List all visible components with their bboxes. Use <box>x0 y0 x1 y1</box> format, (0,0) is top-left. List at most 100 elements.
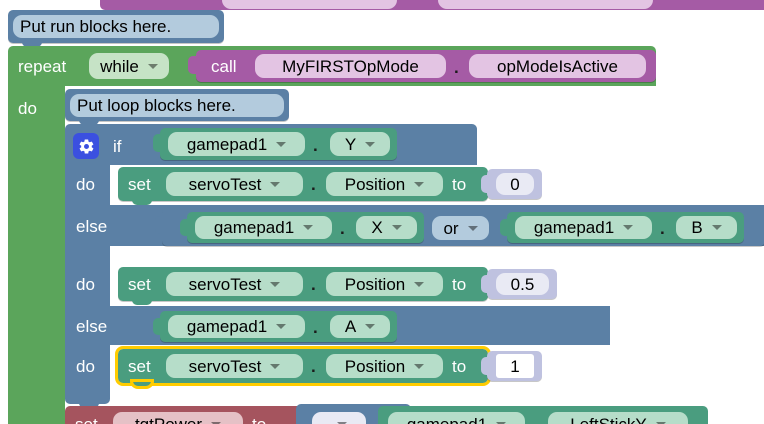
else-if-label-1: else if <box>76 217 121 236</box>
set-servo-3-property-field[interactable]: Position <box>326 354 443 378</box>
condition-2-left-member-field[interactable]: X <box>356 216 417 239</box>
number-field-1[interactable]: 0 <box>496 173 534 195</box>
condition-3-tab <box>153 318 162 335</box>
chevron-down-icon <box>270 281 281 287</box>
call-member-field[interactable]: opModeIsActive <box>469 54 646 78</box>
call-separator: . <box>454 58 459 77</box>
partial-call-block-top[interactable] <box>100 0 764 10</box>
partial-field-b[interactable] <box>438 0 653 9</box>
set-servo-1-notch <box>132 200 152 205</box>
condition-3-separator: . <box>313 318 318 337</box>
number-field-3[interactable]: 1 <box>496 354 534 378</box>
tgtpower-operator-field[interactable] <box>312 412 366 424</box>
tgtpower-separator: . <box>533 416 538 424</box>
condition-2-left-separator: . <box>340 219 345 238</box>
number-value-3: 1 <box>510 356 520 376</box>
set-servo-1-to-label: to <box>452 175 467 194</box>
chevron-down-icon <box>270 363 281 369</box>
set-servo-3-notch <box>130 379 154 389</box>
tgtpower-gamepad-member-field[interactable]: LeftStickY <box>548 412 688 424</box>
tgtpower-gamepad-object-label: gamepad1 <box>406 414 488 424</box>
tgtpower-gamepad-member-label: LeftStickY <box>570 414 647 424</box>
chevron-down-icon <box>147 63 158 69</box>
repeat-mode-label: while <box>100 56 139 76</box>
repeat-do-label: do <box>18 99 37 118</box>
number-block-1-tab <box>481 175 490 193</box>
set-servo-3-object-field[interactable]: servoTest <box>166 354 303 378</box>
call-object-field[interactable]: MyFIRSTOpMode <box>255 54 446 78</box>
chevron-down-icon <box>711 225 722 230</box>
set-servo-3-separator: . <box>311 357 316 376</box>
run-placeholder-label-pill: Put run blocks here. <box>13 15 219 38</box>
logic-operator-dropdown[interactable]: or <box>432 216 489 240</box>
chevron-down-icon <box>365 141 376 147</box>
number-field-2[interactable]: 0.5 <box>496 273 549 295</box>
if-label: if <box>113 137 122 156</box>
call-object-label: MyFIRSTOpMode <box>282 56 419 76</box>
chevron-down-icon <box>414 281 425 287</box>
condition-2-left-tab <box>180 219 189 236</box>
condition-1-separator: . <box>313 136 318 155</box>
if-do-label-1: do <box>76 175 95 194</box>
set-servo-2-object-label: servoTest <box>188 274 262 294</box>
number-value-2: 0.5 <box>510 274 535 294</box>
condition-2-right-tab <box>500 219 509 236</box>
chevron-down-icon <box>276 141 287 147</box>
set-servo-2-object-field[interactable]: servoTest <box>166 272 303 296</box>
chevron-down-icon <box>365 324 376 329</box>
set-servo-3-property-label: Position <box>344 356 406 376</box>
condition-3-member-label: A <box>344 317 357 336</box>
number-value-1: 0 <box>510 174 520 194</box>
set-servo-3-to-label: to <box>452 357 467 376</box>
loop-placeholder-label-pill: Put loop blocks here. <box>70 94 284 117</box>
set-tgtpower-keyword: set <box>75 416 98 424</box>
condition-2-right-separator: . <box>660 219 665 238</box>
chevron-down-icon <box>496 421 507 424</box>
logic-operator-label: or <box>443 218 459 238</box>
condition-2-right-member-field[interactable]: B <box>676 216 737 239</box>
chevron-down-icon <box>623 225 634 230</box>
condition-3-object-field[interactable]: gamepad1 <box>168 315 305 338</box>
loop-placeholder-notch <box>79 120 99 125</box>
call-keyword: call <box>211 57 237 76</box>
condition-2-left-object-label: gamepad1 <box>213 218 295 237</box>
condition-1-object-label: gamepad1 <box>186 134 268 154</box>
partial-field-a[interactable] <box>222 0 397 9</box>
chevron-down-icon <box>391 225 402 230</box>
logic-or-tab <box>155 216 164 234</box>
condition-1-member-field[interactable]: Y <box>330 132 390 156</box>
set-keyword-3: set <box>128 357 151 376</box>
set-servo-1-property-field[interactable]: Position <box>326 172 443 196</box>
condition-3-member-field[interactable]: A <box>330 315 390 338</box>
number-block-2-tab <box>481 275 490 293</box>
set-servo-3-object-label: servoTest <box>188 356 262 376</box>
condition-1-member-label: Y <box>344 134 357 154</box>
else-if-label-2: else if <box>76 317 121 336</box>
gear-icon[interactable] <box>73 133 99 159</box>
set-keyword-1: set <box>128 175 151 194</box>
repeat-mode-dropdown[interactable]: while <box>89 53 169 79</box>
if-else-bottom-nub <box>65 376 110 404</box>
loop-placeholder-label: Put loop blocks here. <box>77 96 236 115</box>
set-tgtpower-variable-field[interactable]: tgtPower <box>113 412 243 424</box>
condition-2-left-object-field[interactable]: gamepad1 <box>195 216 332 239</box>
chevron-down-icon <box>414 363 425 369</box>
call-member-label: opModeIsActive <box>497 56 618 76</box>
set-servo-2-notch <box>132 300 152 305</box>
set-servo-2-property-field[interactable]: Position <box>326 272 443 296</box>
set-servo-1-object-field[interactable]: servoTest <box>166 172 303 196</box>
condition-3-object-label: gamepad1 <box>186 317 268 336</box>
set-tgtpower-to-label: to <box>252 416 266 424</box>
repeat-while-spine <box>8 82 65 424</box>
if-else-spine <box>65 160 110 399</box>
set-servo-1-object-label: servoTest <box>188 174 262 194</box>
chevron-down-icon <box>303 225 314 230</box>
run-placeholder-notch <box>22 42 42 47</box>
chevron-down-icon <box>655 421 666 424</box>
if-do-label-2: do <box>76 275 95 294</box>
tgtpower-gamepad-object-field[interactable]: gamepad1 <box>388 412 525 424</box>
set-servo-2-property-label: Position <box>344 274 406 294</box>
condition-2-right-object-field[interactable]: gamepad1 <box>515 216 652 239</box>
condition-1-object-field[interactable]: gamepad1 <box>168 132 305 156</box>
